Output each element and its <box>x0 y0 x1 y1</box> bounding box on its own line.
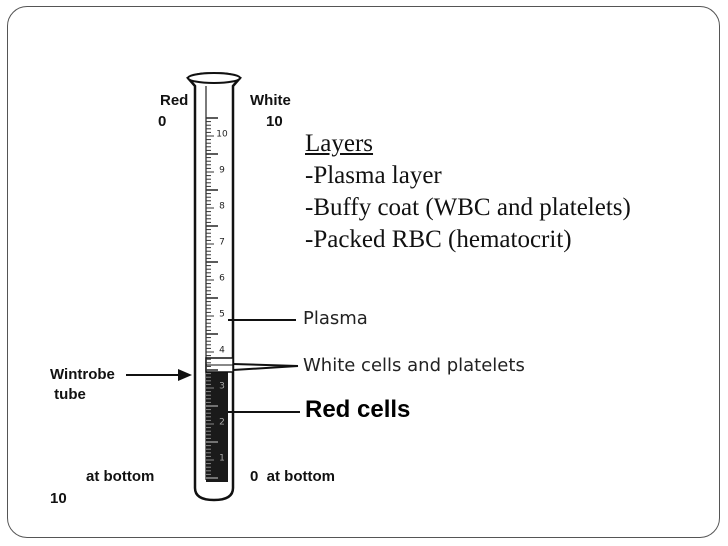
label-red: Red <box>160 92 189 109</box>
layers-list: Layers -Plasma layer -Buffy coat (WBC an… <box>305 128 631 256</box>
white-cells-pointer-2 <box>232 365 299 371</box>
scale-number: 10 <box>216 129 228 139</box>
scale-number: 8 <box>219 201 225 211</box>
scale-ticks <box>206 117 218 479</box>
scale-number: 6 <box>219 273 225 283</box>
label-red-zero: 0 <box>158 113 167 130</box>
label-white-ten: 10 <box>266 113 283 130</box>
scale-number: 7 <box>219 237 225 247</box>
scale-number: 5 <box>219 309 225 319</box>
label-white: White <box>250 92 291 109</box>
label-bottom-left-ten: 10 <box>50 490 67 507</box>
scale-number: 9 <box>219 165 225 175</box>
scale-number: 4 <box>219 345 225 355</box>
tube-rim <box>187 72 241 84</box>
callout-white-cells: White cells and platelets <box>303 355 525 376</box>
scale-number: 3 <box>219 381 225 391</box>
layers-item-buffy-coat: -Buffy coat (WBC and platelets) <box>305 194 631 221</box>
scale-number: 2 <box>219 417 225 427</box>
scale-numbers: 10 9 8 7 6 5 4 3 2 1 <box>216 129 228 463</box>
callout-plasma: Plasma <box>303 308 368 329</box>
label-tube: tube <box>50 386 86 403</box>
wintrobe-arrow-head <box>178 369 192 381</box>
red-cell-column <box>206 372 228 482</box>
slide-frame <box>7 6 720 538</box>
callout-red-cells: Red cells <box>305 396 411 423</box>
layers-item-plasma: -Plasma layer <box>305 162 442 189</box>
label-bottom-left: at bottom <box>86 468 155 485</box>
scale-number: 1 <box>219 453 225 463</box>
layers-item-packed-rbc: -Packed RBC (hematocrit) <box>305 226 572 253</box>
layers-heading: Layers <box>305 130 374 157</box>
label-bottom-right: 0 at bottom <box>250 468 335 485</box>
label-wintrobe: Wintrobe <box>50 366 115 383</box>
